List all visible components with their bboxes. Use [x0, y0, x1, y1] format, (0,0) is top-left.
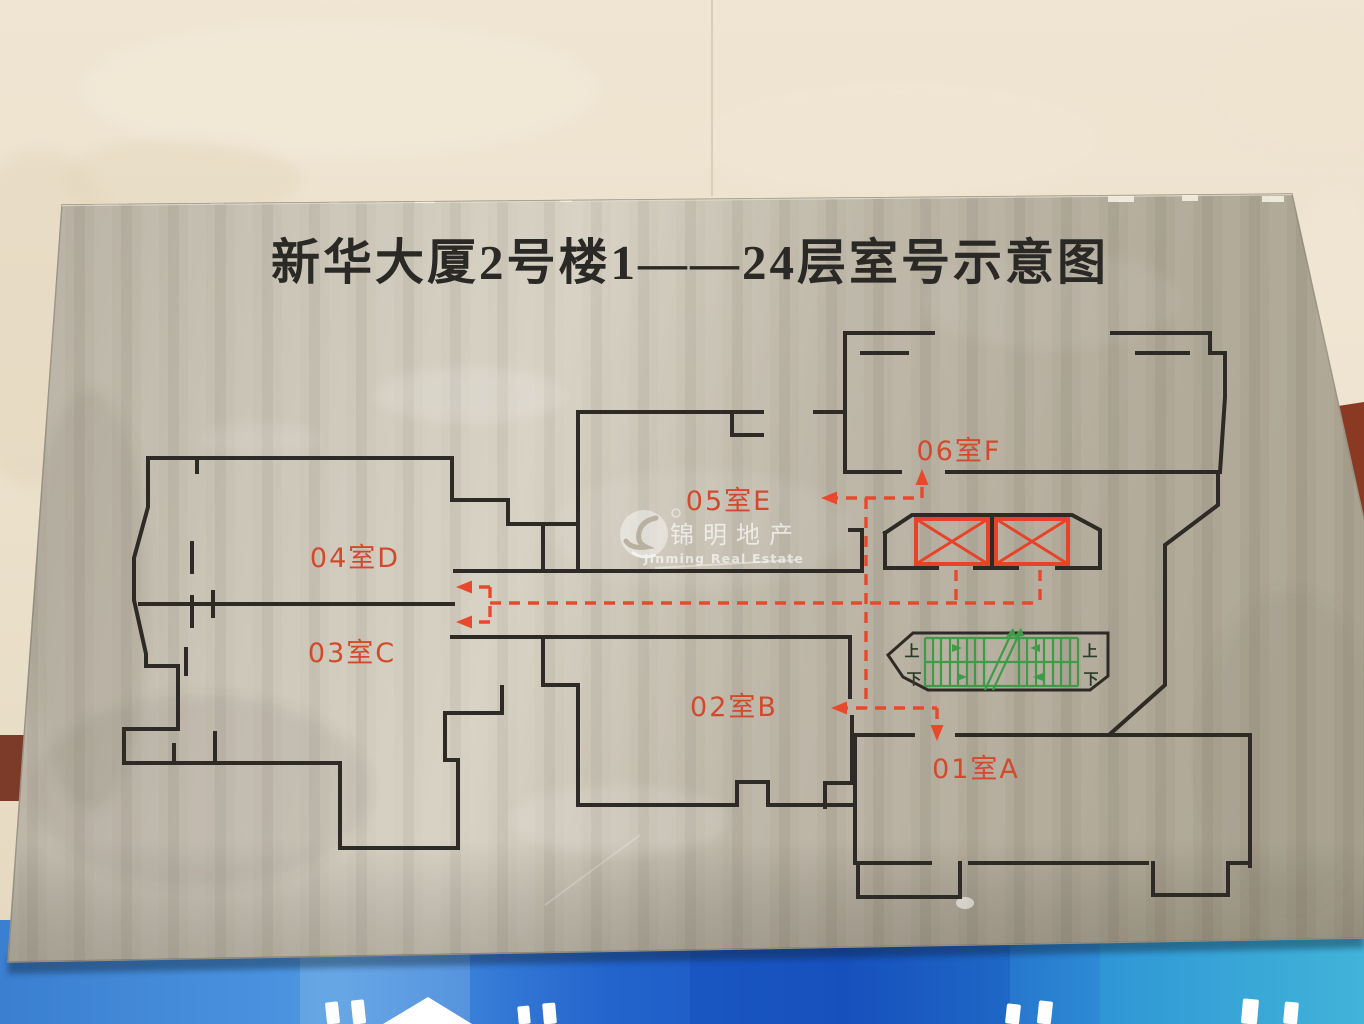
room-label-05e: 05室E	[686, 486, 772, 517]
corridor-walls	[450, 528, 864, 809]
elevator-core	[882, 513, 1102, 570]
room-labels: 01室A 02室B 03室C 04室D 05室E 06室F	[308, 436, 1020, 785]
registered-mark-icon	[671, 508, 681, 518]
room-label-03c: 03室C	[308, 638, 396, 669]
metal-sign-plate: 新华大厦2号楼1——24层室号示意图	[7, 193, 1364, 963]
watermark: 锦明地产 Jinming Real Estate	[620, 508, 804, 569]
room-05e-outline	[576, 410, 847, 573]
room-06f-outline	[843, 331, 1227, 737]
watermark-cn-text: 锦明地产	[670, 521, 802, 549]
stairs-down-label: 下	[906, 670, 921, 688]
room-label-01a: 01室A	[932, 754, 1020, 785]
room-01a-outline	[853, 733, 1252, 899]
route-arrowheads	[456, 469, 944, 741]
elevator-crossbox-icon	[914, 517, 990, 566]
elevator-crossbox-icon	[994, 517, 1070, 566]
stairs-up-label: 上	[904, 642, 919, 660]
room-label-04d: 04室D	[310, 543, 400, 574]
stairs-icon	[923, 628, 1080, 691]
sign-title: 新华大厦2号楼1——24层室号示意图	[271, 235, 1109, 290]
stairs-up-label: 上	[1082, 642, 1097, 660]
plate-smudges	[30, 250, 1364, 910]
room-label-02b: 02室B	[690, 692, 778, 723]
room-label-06f: 06室F	[917, 436, 1002, 467]
stairwell: 上 下 上 下	[886, 628, 1110, 692]
floor-plan: 上 下 上 下	[122, 331, 1252, 899]
watermark-en-text: Jinming Real Estate	[643, 551, 804, 566]
escape-route-arrows	[456, 469, 1042, 741]
stairs-down-label: 下	[1083, 670, 1098, 688]
room-02b-outline	[576, 683, 855, 807]
room-04d-03c-outline	[122, 456, 580, 850]
banner-text-glyph-tops	[325, 997, 1299, 1024]
